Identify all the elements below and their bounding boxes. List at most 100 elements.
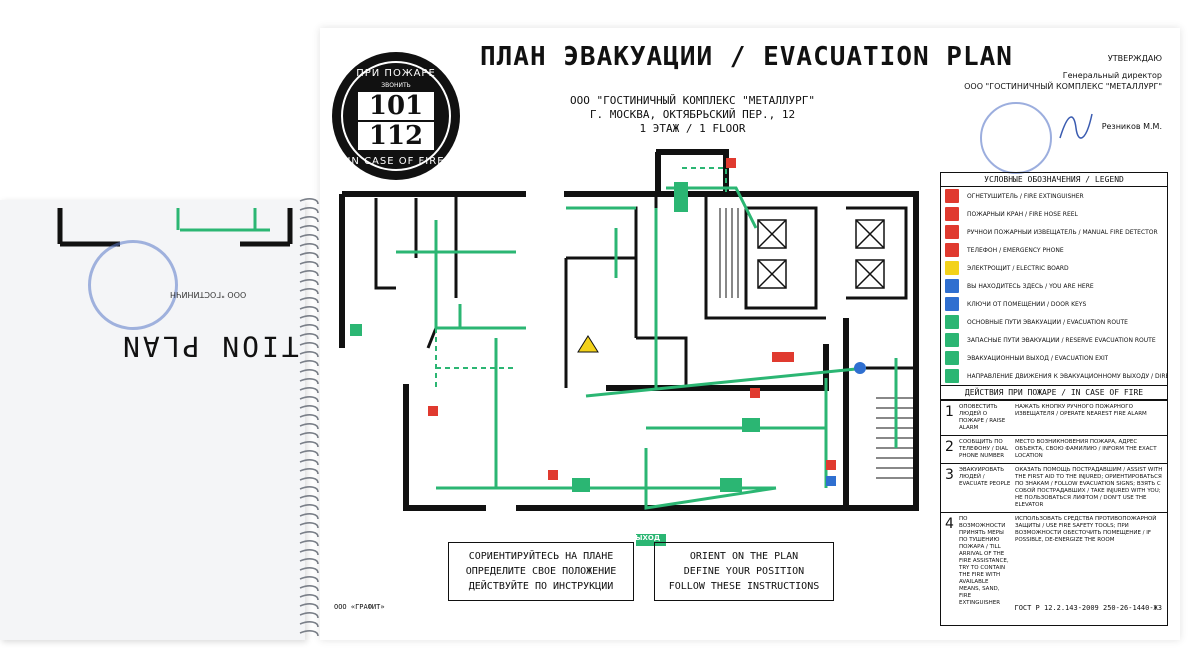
manual-fire-detector-icon [428,406,438,416]
legend-title: УСЛОВНЫЕ ОБОЗНАЧЕНИЯ / LEGEND [941,173,1167,187]
legend-item: ЭЛЕКТРОЩИТ / ELECTRIC BOARD [941,259,1167,277]
legend-actions: 1 ОПОВЕСТИТЬ ЛЮДЕЙ О ПОЖАРЕ / RAISE ALARM… [941,400,1167,610]
instruction-en-2: DEFINE YOUR POSITION [683,566,805,577]
legend-item-icon [945,333,959,347]
action-step-number: 1 [945,404,954,420]
legend-item-label: НАПРАВЛЕНИЕ ДВИЖЕНИЯ К ЭВАКУАЦИОННОМУ ВЫ… [967,372,1167,380]
evacuation-routes [396,186,898,510]
exit-label-bottom: ВЫХОД [629,534,661,542]
plan-inner-walls [374,194,916,388]
exit-direction-sign-2 [720,478,742,492]
legend-item-label: ОСНОВНЫЕ ПУТИ ЭВАКУАЦИИ / EVACUATION ROU… [967,318,1128,326]
legend-item-icon [945,189,959,203]
exit-direction-sign [572,478,590,492]
action-step-text: МЕСТО ВОЗНИКНОВЕНИЯ ПОЖАРА, АДРЕС ОБЪЕКТ… [1015,439,1157,459]
org-floor: 1 ЭТАЖ / 1 FLOOR [639,122,746,135]
legend-item-icon [945,279,959,293]
instructions-ru: СОРИЕНТИРУЙТЕСЬ НА ПЛАНЕ ОПРЕДЕЛИТЕ СВОЕ… [448,542,634,601]
plan-title: ПЛАН ЭВАКУАЦИИ / EVACUATION PLAN [480,42,1013,72]
badge-call-text: ЗВОНИТЬ [381,82,411,89]
legend-item: ОГНЕТУШИТЕЛЬ / FIRE EXTINGUISHER [941,187,1167,205]
action-step-number: 2 [945,439,954,455]
action-step: 2 СООБЩИТЬ ПО ТЕЛЕФОНУ / DIAL PHONE NUMBE… [941,435,1167,463]
instruction-ru-3: ДЕЙСТВУЙТЕ ПО ИНСТРУКЦИИ [468,581,614,592]
signature [1059,113,1093,139]
legend-item-label: ЭВАКУАЦИОННЫЙ ВЫХОД / EVACUATION EXIT [967,354,1109,362]
back-sheet-plan-fragment [57,208,293,247]
legend-panel: УСЛОВНЫЕ ОБОЗНАЧЕНИЯ / LEGEND ОГНЕТУШИТЕ… [940,172,1168,626]
approval-position: Генеральный директор [1062,71,1162,80]
footer-left: ООО «ГРАФИТ» [334,603,385,611]
fire-equipment [428,158,866,486]
action-step-title: ОПОВЕСТИТЬ ЛЮДЕЙ О ПОЖАРЕ / RAISE ALARM [959,404,1006,431]
legend-item-icon [945,243,959,257]
badge-number-101: 101 [358,92,434,120]
instruction-en-1: ORIENT ON THE PLAN [689,551,799,562]
exit-direction-sign-3 [742,418,760,432]
legend-item-label: ТЕЛЕФОН / EMERGENCY PHONE [967,246,1064,254]
exit-signs [350,182,760,546]
legend-item: ПОЖАРНЫЙ КРАН / FIRE HOSE REEL [941,205,1167,223]
organization-block: ООО "ГОСТИНИЧНЫЙ КОМПЛЕКС "МЕТАЛЛУРГ" Г.… [570,94,815,136]
badge-top-text: ПРИ ПОЖАРЕ [356,68,436,79]
back-sheet-subtitle: ООО "ГОСТИНИЧН [170,290,247,299]
reserve-routes [435,167,727,388]
legend-item-icon [945,261,959,275]
emergency-phone-icon [726,158,736,168]
action-step-number: 3 [945,467,954,483]
legend-item: ТЕЛЕФОН / EMERGENCY PHONE [941,241,1167,259]
fire-extinguisher-icon-2 [826,460,836,470]
legend-item: РУЧНОЙ ПОЖАРНЫЙ ИЗВЕЩАТЕЛЬ / MANUAL FIRE… [941,223,1167,241]
legend-item-label: ПОЖАРНЫЙ КРАН / FIRE HOSE REEL [967,210,1078,218]
legend-items: ОГНЕТУШИТЕЛЬ / FIRE EXTINGUISHER ПОЖАРНЫЙ… [941,187,1167,385]
action-step-text: ОКАЗАТЬ ПОМОЩЬ ПОСТРАДАВШИМ / ASSIST WIT… [1015,467,1163,508]
org-name: ООО "ГОСТИНИЧНЫЙ КОМПЛЕКС "МЕТАЛЛУРГ" [570,94,816,107]
back-sheet: ООО "ГОСТИНИЧН TION PLAN [0,200,305,640]
legend-item-label: ОГНЕТУШИТЕЛЬ / FIRE EXTINGUISHER [967,192,1084,200]
door-keys-icon [826,476,836,486]
evacuation-plan-sheet: ПРИ ПОЖАРЕ ЗВОНИТЬ 101 112 IN CASE OF FI… [320,28,1180,640]
footer-right: ГОСТ Р 12.2.143-2009 250-26-1440-ЖЗ [1014,604,1162,612]
emergency-phone-icon-2 [750,388,760,398]
org-address: Г. МОСКВА, ОКТЯБРЬСКИЙ ПЕР., 12 [589,108,796,121]
fire-hose-icon [548,470,558,480]
back-sheet-stamp [88,240,178,330]
elevator-shafts [757,219,885,289]
legend-item: ВЫ НАХОДИТЕСЬ ЗДЕСЬ / YOU ARE HERE [941,277,1167,295]
legend-item: КЛЮЧИ ОТ ПОМЕЩЕНИЙ / DOOR KEYS [941,295,1167,313]
legend-item: НАПРАВЛЕНИЕ ДВИЖЕНИЯ К ЭВАКУАЦИОННОМУ ВЫ… [941,367,1167,385]
approval-role: Генеральный директор ООО "ГОСТИНИЧНЫЙ КО… [964,70,1162,92]
fire-call-badge: ПРИ ПОЖАРЕ ЗВОНИТЬ 101 112 IN CASE OF FI… [332,52,460,180]
legend-item: ЭВАКУАЦИОННЫЙ ВЫХОД / EVACUATION EXIT [941,349,1167,367]
legend-item: ОСНОВНЫЕ ПУТИ ЭВАКУАЦИИ / EVACUATION ROU… [941,313,1167,331]
exit-sign-top [674,182,688,212]
legend-item-icon [945,207,959,221]
instruction-ru-1: СОРИЕНТИРУЙТЕСЬ НА ПЛАНЕ [468,551,614,562]
you-are-here-icon [854,362,866,374]
legend-item-label: РУЧНОЙ ПОЖАРНЫЙ ИЗВЕЩАТЕЛЬ / MANUAL FIRE… [967,228,1158,236]
badge-bottom-text: IN CASE OF FIRE [347,156,445,167]
action-step-text: ИСПОЛЬЗОВАТЬ СРЕДСТВА ПРОТИВОПОЖАРНОЙ ЗА… [1015,516,1157,543]
spiral-binding [299,198,319,637]
company-stamp [980,102,1052,174]
legend-item-icon [945,351,959,365]
action-step: 1 ОПОВЕСТИТЬ ЛЮДЕЙ О ПОЖАРЕ / RAISE ALARM… [941,400,1167,435]
action-step-title: ПО ВОЗМОЖНОСТИ ПРИНЯТЬ МЕРЫ ПО ТУШЕНИЮ П… [959,516,1009,606]
badge-number-112: 112 [358,122,434,150]
fire-extinguisher-icon [772,352,794,362]
legend-item-icon [945,225,959,239]
action-step-title: ЭВАКУИРОВАТЬ ЛЮДЕЙ / EVACUATE PEOPLE [959,467,1011,487]
legend-item-label: ЭЛЕКТРОЩИТ / ELECTRIC BOARD [967,264,1069,272]
instruction-ru-2: ОПРЕДЕЛИТЕ СВОЕ ПОЛОЖЕНИЕ [465,566,617,577]
legend-item-label: КЛЮЧИ ОТ ПОМЕЩЕНИЙ / DOOR KEYS [967,300,1087,308]
action-step-text: НАЖАТЬ КНОПКУ РУЧНОГО ПОЖАРНОГО ИЗВЕЩАТЕ… [1015,404,1147,417]
instruction-en-3: FOLLOW THESE INSTRUCTIONS [668,581,820,592]
staircase [719,208,916,479]
legend-item-icon [945,315,959,329]
first-aid-sign [350,324,362,336]
instructions-en: ORIENT ON THE PLAN DEFINE YOUR POSITION … [654,542,834,601]
legend-item-icon [945,297,959,311]
action-step-title: СООБЩИТЬ ПО ТЕЛЕФОНУ / DIAL PHONE NUMBER [959,439,1009,459]
